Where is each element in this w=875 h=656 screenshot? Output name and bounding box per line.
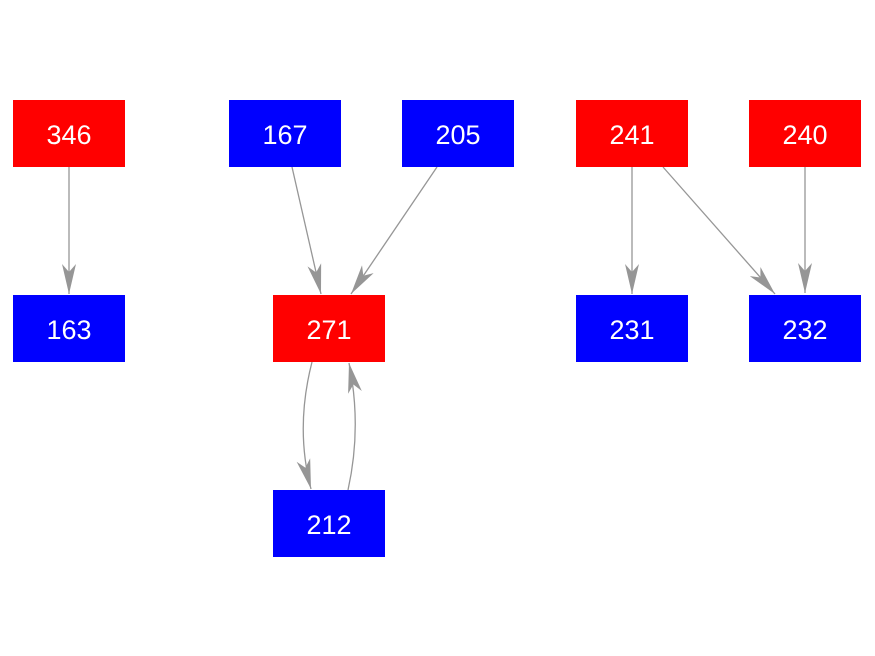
edge-group xyxy=(62,166,812,491)
node-label: 241 xyxy=(609,119,655,150)
node-167: 167 xyxy=(229,100,341,167)
node-271: 271 xyxy=(273,295,385,362)
node-240: 240 xyxy=(749,100,861,167)
node-205: 205 xyxy=(402,100,514,167)
node-label: 205 xyxy=(435,119,481,150)
node-label: 231 xyxy=(609,314,655,345)
node-232: 232 xyxy=(749,295,861,362)
node-label: 232 xyxy=(782,314,828,345)
node-231: 231 xyxy=(576,295,688,362)
node-212: 212 xyxy=(273,490,385,557)
node-label: 240 xyxy=(782,119,828,150)
node-label: 271 xyxy=(306,314,352,345)
node-label: 163 xyxy=(46,314,92,345)
edge-167-271 xyxy=(291,166,322,295)
node-241: 241 xyxy=(576,100,688,167)
node-163: 163 xyxy=(13,295,125,362)
node-346: 346 xyxy=(13,100,125,167)
edge-212-271 xyxy=(347,362,362,491)
edge-271-212 xyxy=(296,361,313,490)
edge-241-232 xyxy=(662,166,776,295)
node-label: 346 xyxy=(46,119,92,150)
edge-205-271 xyxy=(350,166,438,295)
node-label: 212 xyxy=(306,509,352,540)
node-label: 167 xyxy=(262,119,308,150)
